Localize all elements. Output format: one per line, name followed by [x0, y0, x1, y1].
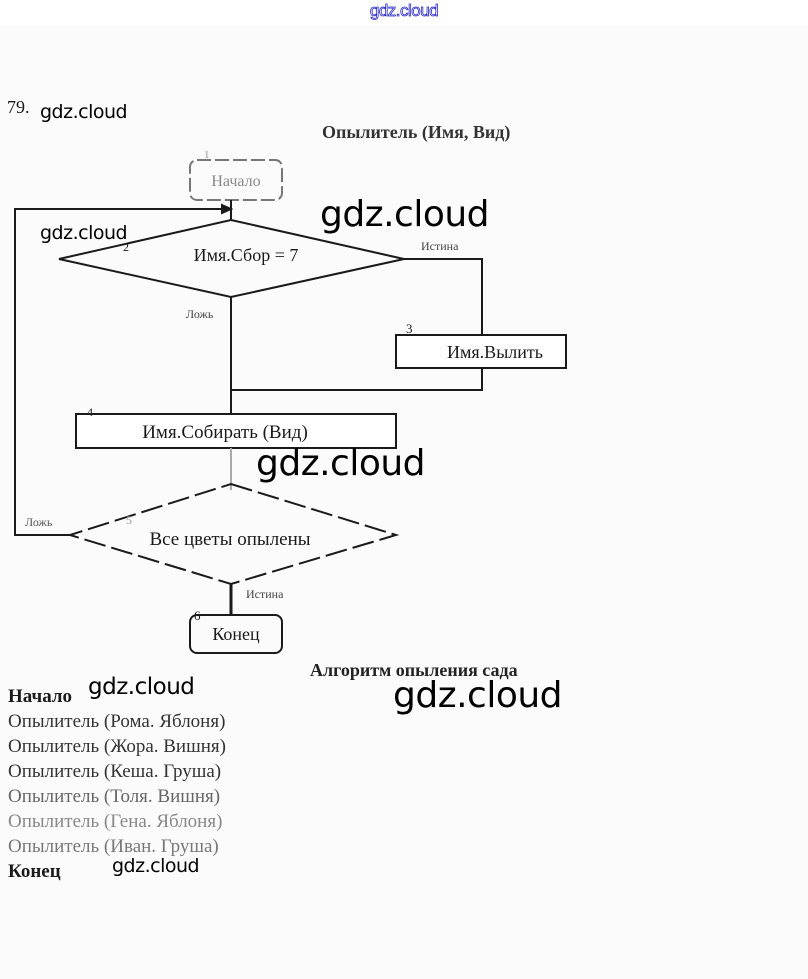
- action-3-label: Имя.Вылить: [447, 342, 543, 362]
- connector-d1-true: [404, 258, 483, 335]
- decision-1-num: 2: [123, 240, 129, 254]
- decision-1-true-label: Истина: [421, 239, 459, 253]
- decision-5-false-label: Ложь: [25, 515, 53, 529]
- watermark: gdz.cloud: [40, 101, 128, 123]
- end-num: 6: [194, 608, 201, 623]
- connector-a3-merge: [231, 368, 483, 391]
- end-label: Конец: [212, 624, 260, 644]
- algorithm-listing: Начало Опылитель (Рома. Яблоня) Опылител…: [8, 684, 226, 884]
- listing-end: Конец: [8, 861, 61, 882]
- algorithm-title: Алгоритм опыления сада: [310, 660, 518, 680]
- listing-line: Опылитель (Кеша. Груша): [8, 761, 222, 782]
- procedure-title: Опылитель (Имя, Вид): [322, 122, 511, 142]
- listing-line: Опылитель (Гена. Яблоня): [8, 811, 223, 832]
- start-terminal: [189, 159, 283, 201]
- watermark: gdz.cloud: [40, 222, 128, 244]
- decision-1-false-label: Ложь: [186, 307, 214, 321]
- top-watermark: gdz.cloud: [369, 1, 439, 21]
- decision-1-label: Имя.Сбор = 7: [194, 245, 299, 265]
- decision-5-num: 5: [126, 513, 132, 527]
- action-4-label: Имя.Собирать (Вид): [142, 422, 308, 443]
- listing-line: Опылитель (Жора. Вишня): [8, 736, 226, 757]
- top-bar: gdz.cloud: [0, 0, 808, 26]
- loop-back-connector: [14, 208, 224, 536]
- watermark: gdz.cloud: [256, 443, 426, 484]
- action-3-num: 3: [406, 321, 413, 336]
- listing-begin: Начало: [8, 686, 73, 707]
- watermark: gdz.cloud: [393, 675, 563, 716]
- loop-arrow-head: [221, 203, 234, 215]
- start-num: 1: [204, 149, 210, 161]
- listing-line: Опылитель (Рома. Яблоня): [8, 711, 226, 732]
- decision-5-true-label: Истина: [246, 587, 284, 601]
- start-label: Начало: [211, 173, 260, 190]
- listing-line: Опылитель (Иван. Груша): [8, 836, 219, 857]
- action-4-shape: [75, 413, 397, 449]
- watermark: gdz.cloud: [88, 674, 195, 700]
- listing-line: Опылитель (Толя. Вишня): [8, 786, 221, 807]
- task-number: 79.: [7, 97, 30, 117]
- end-terminal: [189, 614, 283, 654]
- action-4-num: 4: [87, 405, 93, 419]
- watermark: gdz.cloud: [112, 855, 200, 877]
- watermark: gdz.cloud: [320, 194, 490, 235]
- decision-5-label: Все цветы опылены: [149, 529, 310, 550]
